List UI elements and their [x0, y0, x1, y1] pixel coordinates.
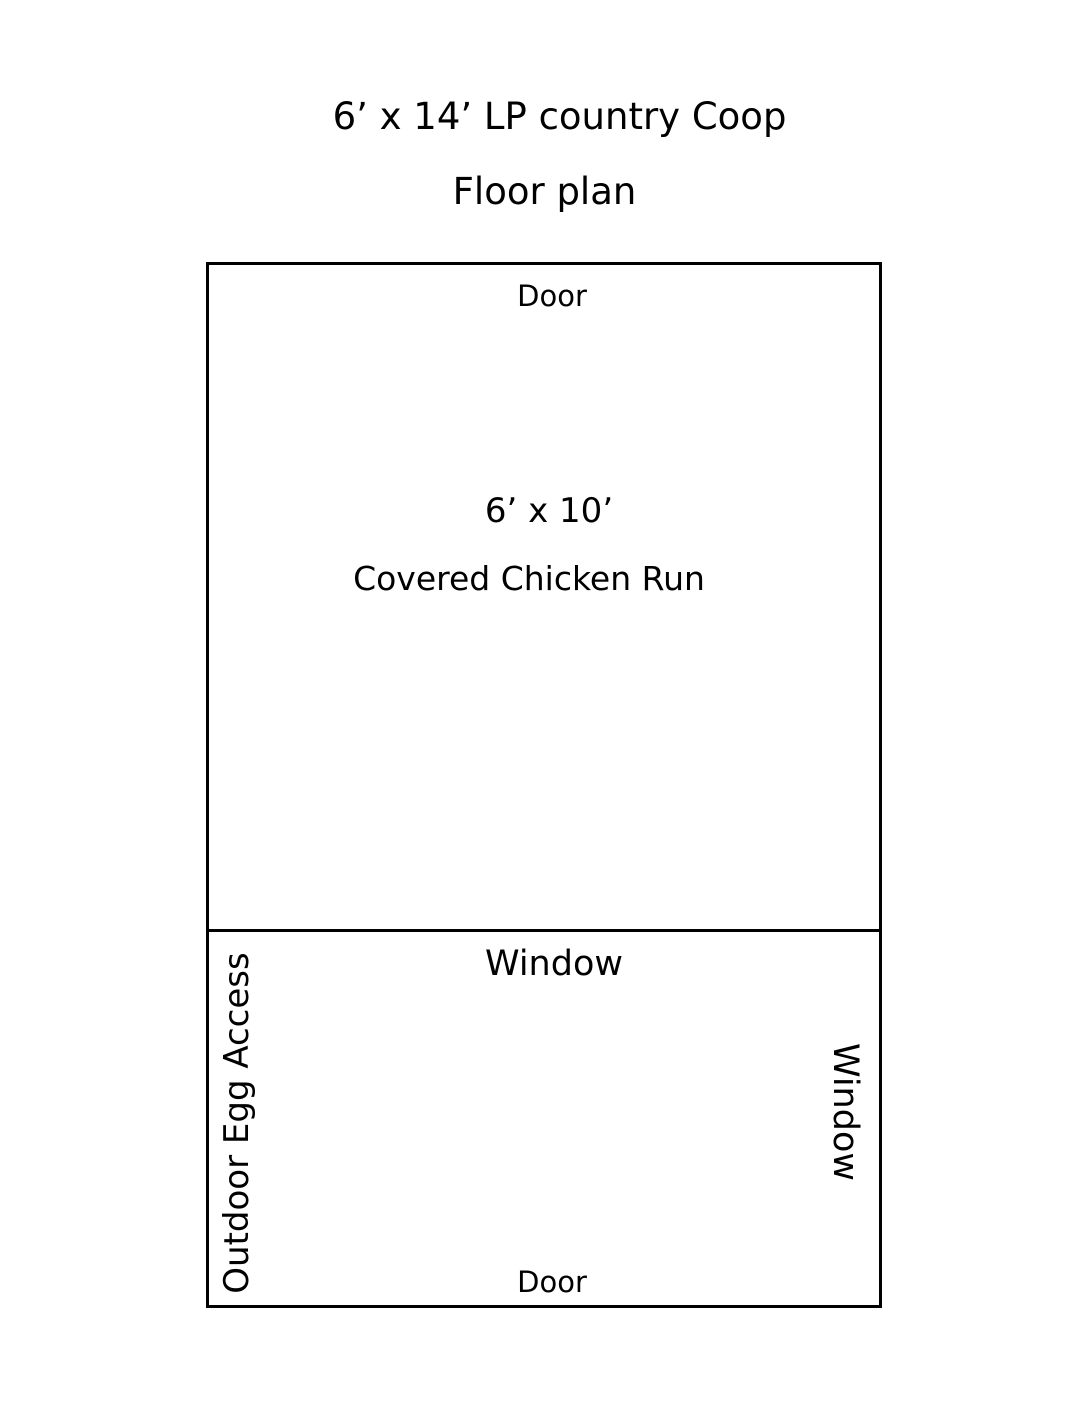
run-coop-divider [209, 929, 879, 932]
coop-window-right-label: Window [825, 1042, 865, 1182]
run-name-label: Covered Chicken Run [353, 559, 705, 598]
run-dimensions-label: 6’ x 10’ [484, 491, 614, 531]
plan-subtitle: Floor plan [452, 170, 637, 213]
coop-window-top-label: Window [484, 944, 623, 984]
egg-access-label: Outdoor Egg Access [217, 952, 257, 1294]
plan-title: 6’ x 14’ LP country Coop [332, 95, 787, 138]
coop-door-label: Door [517, 1265, 587, 1299]
floor-plan-outline: Door 6’ x 10’ Covered Chicken Run Window… [206, 262, 882, 1308]
run-door-label: Door [517, 279, 587, 313]
